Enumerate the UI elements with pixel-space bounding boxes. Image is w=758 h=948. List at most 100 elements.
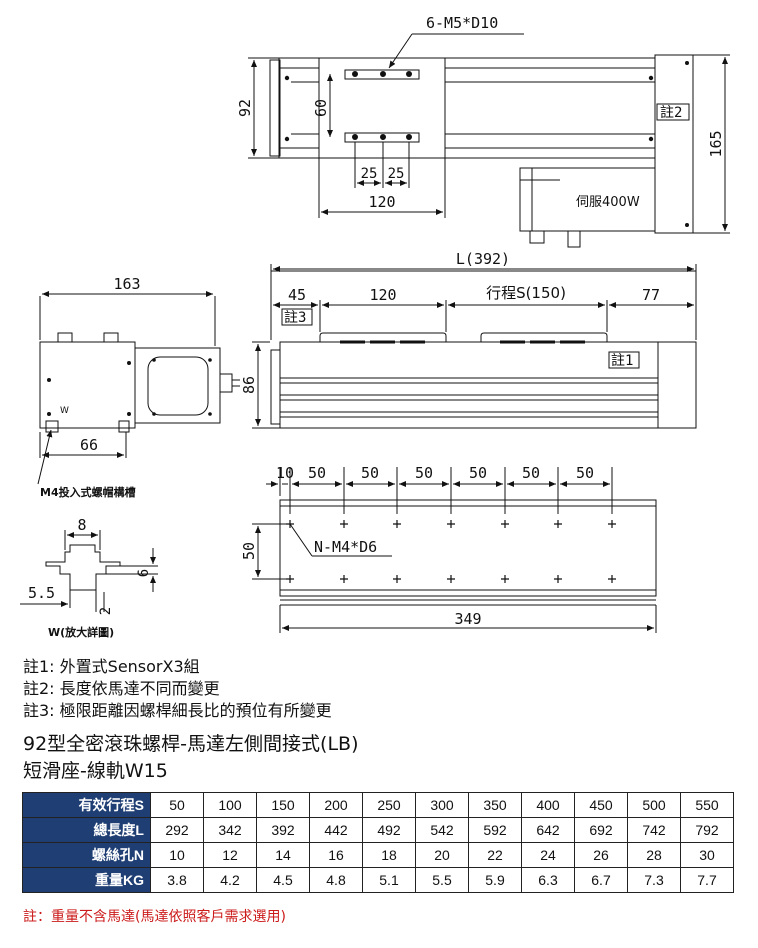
note-1: 註1: 外置式SensorX3組 — [23, 657, 200, 676]
table-cell: 14 — [256, 842, 310, 868]
end-view — [37, 291, 240, 485]
table-cell: 4.5 — [256, 867, 310, 893]
table-cell: 26 — [574, 842, 628, 868]
table-cell: 292 — [150, 817, 204, 843]
table-cell: 6.3 — [521, 867, 575, 893]
table-cell: 3.8 — [150, 867, 204, 893]
dim-66: 66 — [80, 436, 98, 454]
dim-50-6: 50 — [576, 464, 594, 482]
bottom-view-labels: 10 50 50 50 50 50 50 50 N-M4*D6 349 — [240, 464, 594, 628]
note1-tag: 註1 — [611, 353, 633, 369]
table-cell: 500 — [627, 792, 681, 818]
technical-drawing: 6-M5*D10 92 60 25 25 120 165 註2 伺服400W — [20, 14, 730, 639]
slot-detail — [20, 530, 158, 612]
bottom-view-body — [279, 499, 657, 597]
dim-86: 86 — [240, 376, 258, 394]
dim-92: 92 — [236, 99, 254, 117]
table-cell: 5.1 — [362, 867, 416, 893]
side-view — [252, 264, 697, 429]
side-view-motor-block — [657, 341, 697, 429]
top-view — [248, 33, 730, 248]
detail-caption: W(放大詳圖) — [48, 625, 114, 639]
top-view-labels: 6-M5*D10 92 60 25 25 120 165 註2 伺服400W — [236, 14, 725, 211]
dim-120-side: 120 — [369, 286, 396, 304]
table-cell: 542 — [415, 817, 469, 843]
dim-77: 77 — [642, 286, 660, 304]
row-header: 總長度L — [22, 817, 151, 843]
table-cell: 792 — [680, 817, 734, 843]
heading-line-2: 短滑座-線軌W15 — [23, 760, 168, 782]
heading-line-1: 92型全密滾珠螺桿-馬達左側間接式(LB) — [23, 733, 359, 755]
table-cell: 400 — [521, 792, 575, 818]
table-cell: 642 — [521, 817, 575, 843]
dim-25-b: 25 — [388, 166, 405, 182]
table-cell: 4.8 — [309, 867, 363, 893]
table-cell: 7.3 — [627, 867, 681, 893]
detail-dim-5-5: 5.5 — [28, 584, 55, 602]
top-view-servo-motor — [519, 167, 656, 232]
table-cell: 342 — [203, 817, 257, 843]
servo-label: 伺服400W — [576, 195, 640, 210]
side-view-labels: L(392) 45 120 行程S(150) 77 註3 註1 86 — [240, 250, 660, 394]
row-header: 螺絲孔N — [22, 842, 151, 868]
table-cell: 100 — [203, 792, 257, 818]
dim-10: 10 — [276, 464, 294, 482]
dim-50-3: 50 — [415, 464, 433, 482]
table-cell: 250 — [362, 792, 416, 818]
table-cell: 392 — [256, 817, 310, 843]
table-cell: 30 — [680, 842, 734, 868]
end-view-labels: 163 W 66 M4投入式螺帽構槽 — [40, 275, 141, 499]
table-cell: 450 — [574, 792, 628, 818]
note-2: 註2: 長度依馬達不同而變更 — [23, 679, 220, 698]
dim-stroke: 行程S(150) — [486, 284, 566, 302]
slot-detail-labels: 8 6 5.5 2 W(放大詳圖) — [28, 516, 152, 639]
slot-w-mark: W — [60, 406, 69, 416]
table-cell: 550 — [680, 792, 734, 818]
end-view-body — [39, 341, 136, 429]
note-3: 註3: 極限距離因螺桿細長比的預位有所變更 — [23, 701, 332, 720]
table-cell: 50 — [150, 792, 204, 818]
mount-holes-callout: 6-M5*D10 — [426, 14, 498, 32]
model-heading: 92型全密滾珠螺桿-馬達左側間接式(LB) 短滑座-線軌W15 — [23, 731, 358, 785]
table-cell: 20 — [415, 842, 469, 868]
weight-footnote: 註：重量不含馬達(馬達依照客戶需求選用) — [23, 909, 286, 925]
table-cell: 442 — [309, 817, 363, 843]
slot-profile — [45, 544, 121, 591]
top-view-motor-block — [654, 54, 694, 234]
table-cell: 10 — [150, 842, 204, 868]
detail-dim-8: 8 — [77, 516, 86, 534]
table-cell: 300 — [415, 792, 469, 818]
table-cell: 5.9 — [468, 867, 522, 893]
dim-25-a: 25 — [361, 166, 378, 182]
dim-L: L(392) — [456, 250, 510, 268]
table-cell: 4.2 — [203, 867, 257, 893]
dim-163: 163 — [113, 275, 140, 293]
slot-nut-label: M4投入式螺帽構槽 — [40, 485, 136, 499]
table-cell: 6.7 — [574, 867, 628, 893]
side-view-slider-1 — [319, 332, 447, 342]
side-view-slider-2 — [480, 332, 608, 342]
table-cell: 742 — [627, 817, 681, 843]
dim-50-vertical: 50 — [240, 542, 258, 560]
note2-tag: 註2 — [660, 105, 682, 121]
table-cell: 12 — [203, 842, 257, 868]
dim-50-1: 50 — [308, 464, 326, 482]
bottom-view — [252, 467, 657, 633]
note3-tag: 註3 — [284, 310, 306, 326]
row-header: 重量KG — [22, 867, 151, 893]
holes-callout: N-M4*D6 — [314, 538, 377, 556]
table-cell: 28 — [627, 842, 681, 868]
side-view-body — [279, 341, 659, 429]
notes-list: 註1: 外置式SensorX3組 註2: 長度依馬達不同而變更 註3: 極限距離… — [23, 656, 332, 722]
table-cell: 16 — [309, 842, 363, 868]
bottom-view-holes — [286, 520, 616, 583]
table-cell: 22 — [468, 842, 522, 868]
dim-60: 60 — [312, 99, 330, 117]
table-cell: 5.5 — [415, 867, 469, 893]
table-cell: 592 — [468, 817, 522, 843]
